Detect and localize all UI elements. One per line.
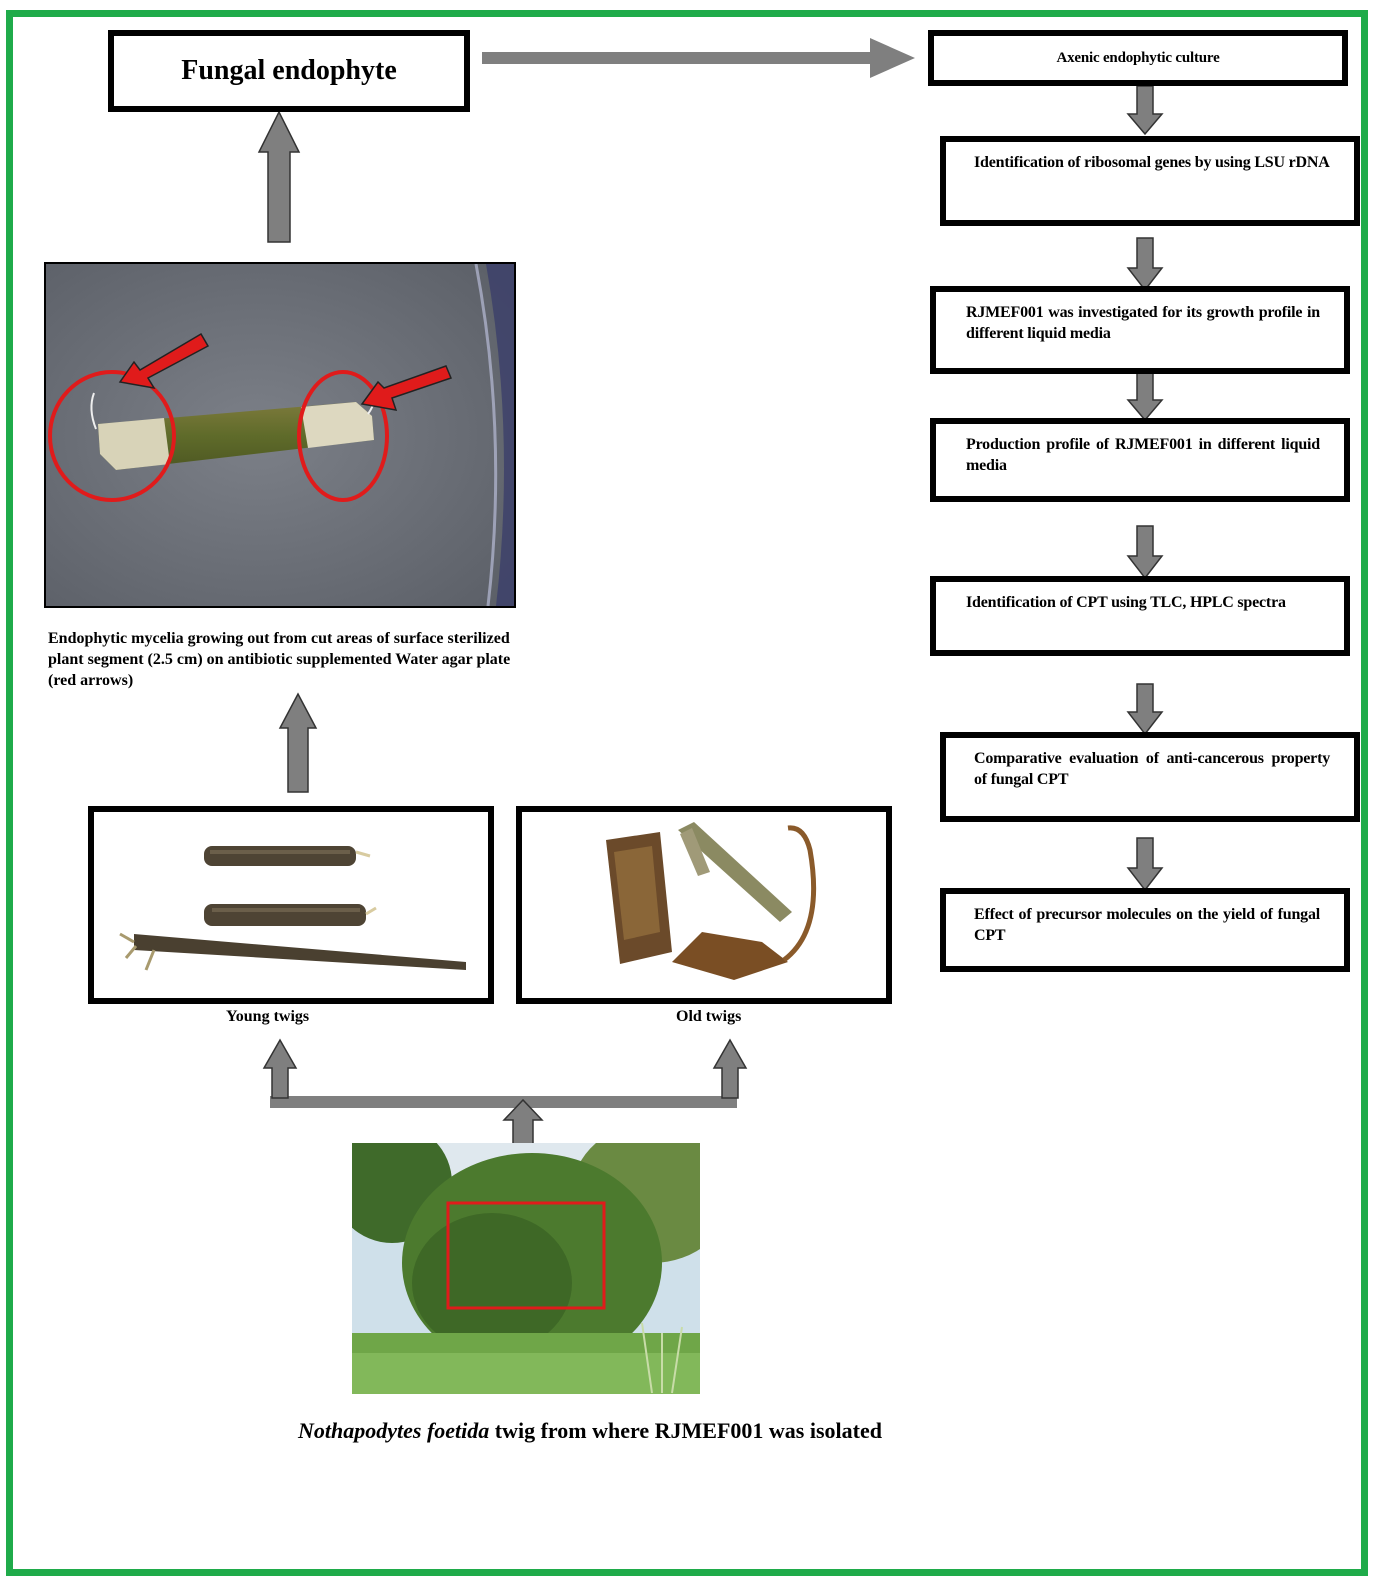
arrow-down-4	[1126, 525, 1164, 580]
arrow-up-to-title	[257, 110, 301, 243]
flow-step-3: RJMEF001 was investigated for its growth…	[930, 286, 1350, 374]
old-twigs-box	[516, 806, 892, 1004]
flow-step-2: Identification of ribosomal genes by usi…	[940, 136, 1360, 226]
title-box: Fungal endophyte	[108, 30, 470, 112]
title-text: Fungal endophyte	[181, 55, 397, 86]
flow-step-5-text: Identification of CPT using TLC, HPLC sp…	[966, 594, 1286, 611]
connector-horizontal	[270, 1096, 737, 1108]
figure-frame	[6, 10, 1368, 1576]
flow-step-5: Identification of CPT using TLC, HPLC sp…	[930, 576, 1350, 656]
flow-step-1: Axenic endophytic culture	[928, 30, 1348, 86]
arrow-right	[482, 38, 915, 78]
flow-step-4: Production profile of RJMEF001 in differ…	[930, 418, 1350, 502]
old-twigs-photo	[606, 822, 817, 980]
plant-species-name: Nothapodytes foetida	[298, 1418, 490, 1443]
arrow-up-to-petri	[278, 692, 318, 793]
flow-step-4-text: Production profile of RJMEF001 in differ…	[966, 436, 1320, 474]
flow-step-7-text: Effect of precursor molecules on the yie…	[974, 906, 1320, 944]
young-twigs-label: Young twigs	[226, 1008, 310, 1025]
arrow-down-5	[1126, 683, 1164, 736]
red-arrow-right	[360, 365, 453, 411]
flow-step-1-text: Axenic endophytic culture	[1056, 49, 1220, 66]
plant-photo	[352, 1143, 700, 1394]
arrow-down-3	[1126, 371, 1164, 422]
arrow-down-6	[1126, 837, 1164, 892]
arrow-down-2	[1126, 237, 1164, 292]
petri-dish-photo	[44, 262, 516, 608]
young-twigs-box	[88, 806, 494, 1004]
arrow-down-1	[1126, 85, 1164, 136]
flow-step-6-text: Comparative evaluation of anti-cancerous…	[974, 750, 1330, 788]
arrow-up-young	[262, 1038, 298, 1099]
red-arrow-left	[118, 332, 210, 390]
young-twigs-photo	[119, 846, 466, 971]
highlight-circle-left	[48, 370, 176, 502]
old-twigs-label: Old twigs	[676, 1008, 742, 1025]
flow-step-2-text: Identification of ribosomal genes by usi…	[974, 154, 1330, 171]
highlight-circle-right	[297, 370, 389, 502]
plant-caption-text: twig from where RJMEF001 was isolated	[489, 1418, 882, 1443]
petri-caption: Endophytic mycelia growing out from cut …	[48, 630, 511, 689]
plant-caption: Nothapodytes foetida twig from where RJM…	[150, 1418, 1030, 1444]
highlight-rectangle	[446, 1201, 606, 1310]
flow-step-6: Comparative evaluation of anti-cancerous…	[940, 732, 1360, 822]
arrow-up-old	[712, 1038, 748, 1099]
flow-step-3-text: RJMEF001 was investigated for its growth…	[966, 304, 1320, 342]
flow-step-7: Effect of precursor molecules on the yie…	[940, 888, 1350, 972]
